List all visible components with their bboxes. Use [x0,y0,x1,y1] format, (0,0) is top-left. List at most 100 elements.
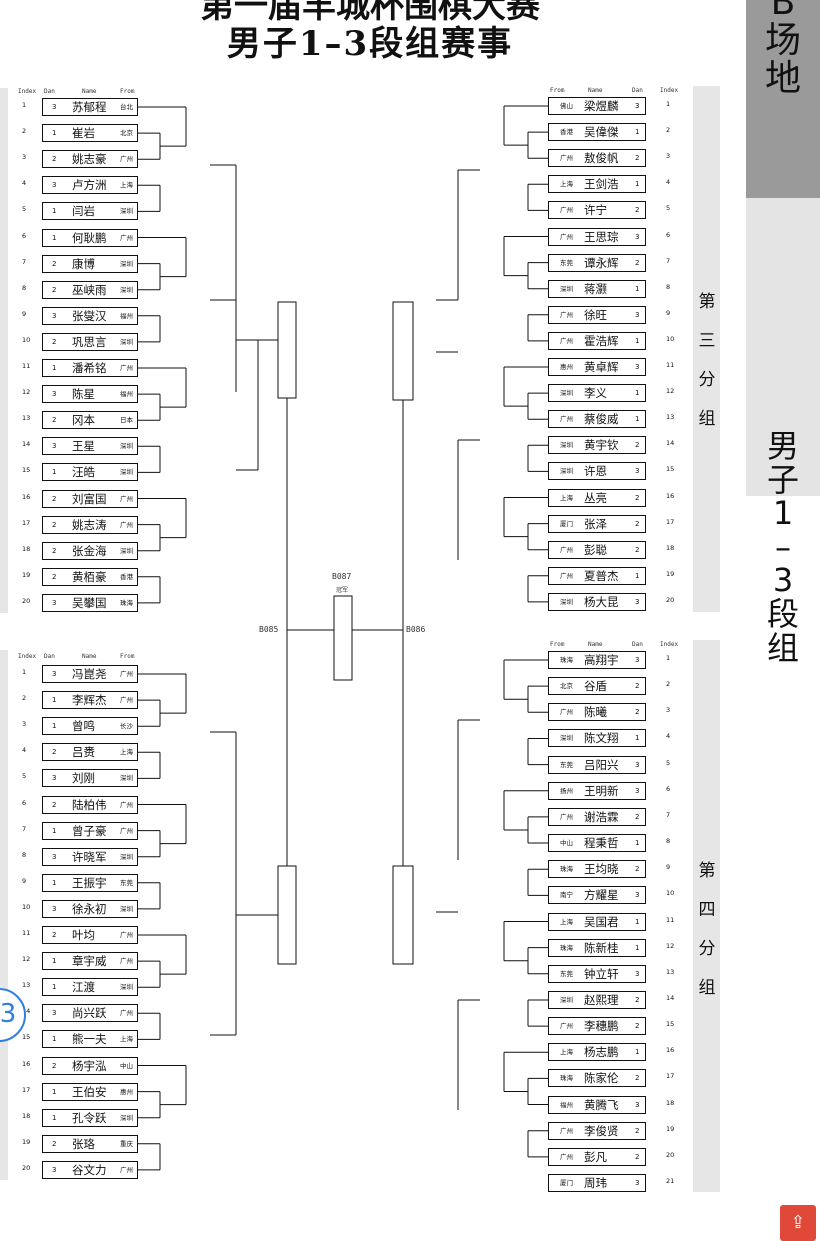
player-dan: 3 [635,467,640,476]
player-from: 深圳 [560,995,573,1004]
entry-index: 18 [22,544,31,553]
player-dan: 1 [635,734,640,743]
entry-index: 7 [22,257,27,266]
player-from: 深圳 [560,284,573,293]
player-name: 吴偉傑 [584,125,619,140]
player-from: 扬州 [560,786,573,795]
entry-index: 17 [666,517,675,526]
player-name: 敖俊帆 [584,151,619,166]
player-name: 王振宇 [72,875,107,890]
player-from: 广州 [560,154,573,163]
player-dan: 1 [635,180,640,189]
player-dan: 2 [635,154,640,163]
header-index: Index [18,653,37,660]
player-dan: 2 [635,545,640,554]
player-name: 王明新 [584,783,619,798]
entry-index: 9 [22,309,27,318]
player-from: 广州 [120,1009,133,1018]
entry-index: 17 [22,1085,31,1094]
player-from: 广州 [120,696,133,705]
player-from: 广州 [560,206,573,215]
entry-index: 20 [666,1150,675,1159]
player-from: 上海 [560,917,573,926]
player-from: 上海 [120,1035,133,1044]
player-dan: 1 [52,826,57,835]
player-dan: 2 [52,572,57,581]
player-name: 蔡俊威 [584,412,619,427]
player-dan: 1 [52,722,57,731]
sidebar-venue-tab[interactable]: B 场 地 [746,0,820,198]
entry-index: 10 [22,335,31,344]
player-name: 陆柏伟 [72,797,107,812]
player-dan: 3 [52,904,57,913]
player-from: 深圳 [560,467,573,476]
player-from: 深圳 [120,904,133,913]
player-name: 王剑浩 [584,177,619,192]
entry-index: 1 [22,668,27,676]
player-name: 苏郁程 [72,100,107,114]
player-dan: 3 [635,310,640,319]
player-dan: 1 [635,284,640,293]
player-from: 深圳 [560,734,573,743]
entry-index: 18 [22,1111,31,1120]
player-name: 康博 [72,256,95,271]
sidebar-category-tab[interactable]: 男 子 1 – 3 段 组 [746,198,820,664]
player-dan: 3 [635,1179,640,1187]
player-dan: 1 [52,468,57,477]
header-name: Name [82,653,97,660]
player-name: 吴攀国 [72,595,107,610]
player-from: 东莞 [560,760,573,769]
entry-index: 7 [666,810,671,819]
player-from: 佛山 [560,102,573,110]
player-dan: 3 [52,181,57,190]
round-slot-box [392,865,414,965]
header-name: Name [82,88,97,95]
entry-index: 5 [666,758,671,767]
player-from: 深圳 [560,441,573,450]
header-from: From [120,653,135,660]
player-from: 广州 [560,545,573,554]
player-dan: 3 [52,598,57,607]
player-name: 徐旺 [584,307,607,322]
entry-index: 12 [22,955,31,964]
left-semifinal-code: B085 [259,625,279,634]
player-name: 熊一夫 [72,1032,107,1047]
round-slot-box [392,301,414,401]
player-from: 珠海 [560,865,573,874]
player-from: 长沙 [120,722,133,731]
player-dan: 3 [52,1165,57,1174]
player-dan: 1 [635,1048,640,1057]
player-name: 吕赉 [72,745,95,760]
player-dan: 3 [635,1100,640,1109]
player-name: 曾子豪 [72,823,107,838]
player-from: 香港 [120,572,133,581]
player-from: 惠州 [120,1087,133,1096]
entry-index: 9 [22,876,27,885]
player-dan: 3 [52,852,57,861]
player-dan: 2 [635,995,640,1004]
player-name: 李义 [584,386,607,401]
entry-index: 8 [22,283,27,292]
entry-index: 19 [22,570,31,579]
entry-index: 2 [666,680,671,689]
player-from: 深圳 [560,389,573,398]
entry-index: 5 [22,772,27,781]
share-icon[interactable]: ⇪ [780,1205,816,1241]
player-dan: 3 [635,597,640,606]
player-name: 潘希铭 [72,361,107,375]
player-name: 许宁 [584,203,607,218]
entry-index: 20 [22,1163,31,1172]
player-from: 广州 [120,364,133,372]
